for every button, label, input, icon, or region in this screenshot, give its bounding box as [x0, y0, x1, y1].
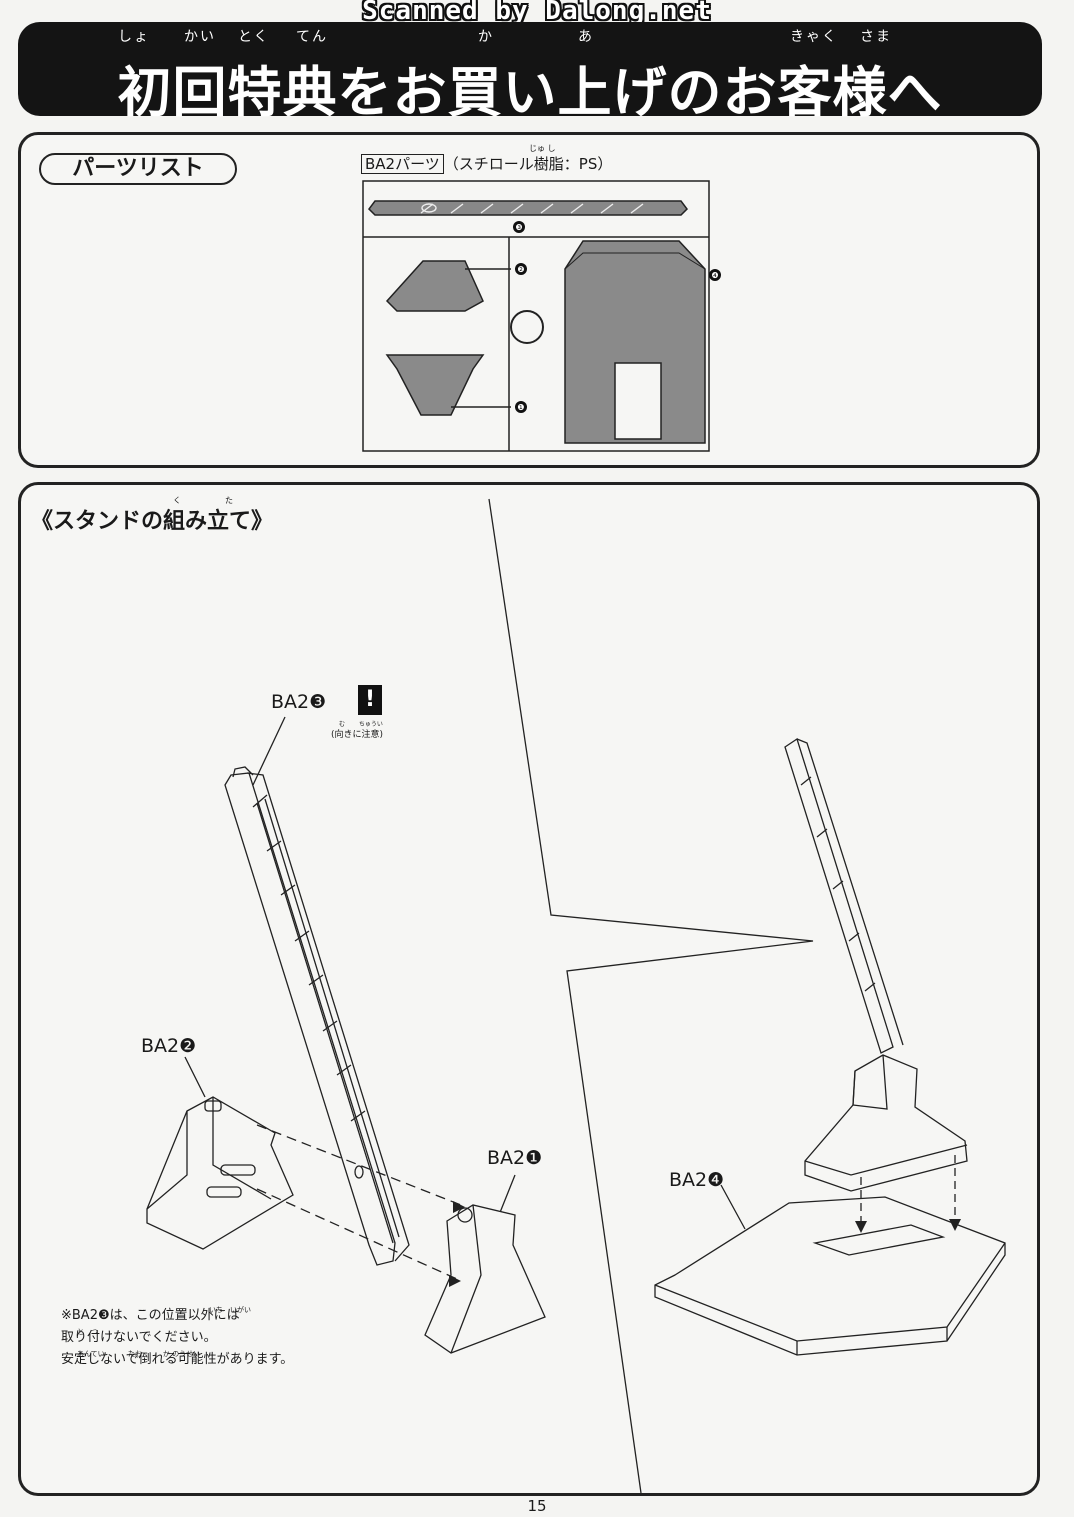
- runner-label: BA2パーツ（スチロール樹脂：PS）: [361, 153, 612, 174]
- title-ruby: た: [225, 496, 233, 505]
- gate-1-icon: [515, 401, 527, 413]
- note-line: 取り付けないでください。: [61, 1330, 217, 1345]
- part-num-4: ❹: [711, 271, 718, 280]
- part-1-base: [385, 354, 485, 416]
- caution-ruby: む ちゅうい: [339, 721, 383, 728]
- material-ruby: じゅ し: [529, 144, 556, 153]
- title-banner: しょ かい とく てん か あ きゃく さま 初回特典をお買い上げのお客様へ: [18, 22, 1042, 124]
- caution-icon: !: [358, 685, 382, 715]
- note-ruby: あんてい たお か のうせい: [77, 1350, 201, 1358]
- page-title: 初回特典をお買い上げのお客様へ: [117, 61, 943, 124]
- part-3-arm: [368, 200, 688, 216]
- scanner-watermark: Scanned by Dalong.net: [362, 0, 712, 26]
- banner-ruby: か: [478, 29, 494, 45]
- part-num-3: ❸: [515, 223, 522, 232]
- title-ruby: く: [173, 496, 181, 505]
- runner-name: BA2パーツ: [361, 154, 444, 174]
- runner-material: （スチロール樹脂：PS）: [443, 155, 613, 173]
- part-num-2: ❷: [517, 265, 524, 274]
- banner-ruby: とく: [238, 29, 270, 45]
- assembly-illustration-right: [654, 737, 1006, 1356]
- runner-diagram: ❸ ❷ ❶ ❹: [362, 180, 721, 452]
- assembly-illustration-left: [146, 716, 546, 1354]
- gate-2-icon: [515, 263, 527, 275]
- banner-ruby: あ: [578, 29, 594, 45]
- banner-ruby: きゃく: [790, 29, 838, 45]
- note-line: ※BA2❸は、この位置以外には: [61, 1308, 240, 1323]
- banner-ruby: てん: [296, 29, 328, 45]
- mounting-note: いち いがい※BA2❸は、この位置以外には と つ取り付けないでください。 あん…: [61, 1305, 293, 1371]
- banner-ruby: さま: [860, 29, 892, 45]
- part-num-1: ❶: [517, 403, 524, 412]
- section-title: 《スタンドの組み立て》: [31, 509, 274, 534]
- gate-4-icon: [709, 269, 721, 281]
- caution-text: (向きに注意): [331, 730, 384, 740]
- note-ruby: と つ: [77, 1328, 98, 1336]
- label-part-1: BA2❶: [487, 1147, 543, 1169]
- step-divider: [488, 498, 814, 1494]
- note-ruby: いち いがい: [209, 1306, 251, 1314]
- label-part-3: BA2❸: [271, 691, 327, 713]
- parts-list-heading: パーツリスト: [39, 153, 237, 185]
- banner-ruby: かい: [184, 29, 216, 45]
- gate-3-icon: [513, 221, 525, 233]
- part-2-base: [385, 260, 484, 312]
- runner-ring: [510, 310, 544, 344]
- label-part-4: BA2❹: [669, 1169, 725, 1191]
- note-line: 安定しないで倒れる可能性があります。: [61, 1352, 294, 1367]
- banner-ruby: しょ: [118, 29, 150, 45]
- stand-assembly-panel: く た 《スタンドの組み立て》 BA2❸ BA2❷ BA2❶ BA2❹ ! む …: [18, 482, 1040, 1496]
- page-number: 15: [527, 1497, 547, 1515]
- label-part-2: BA2❷: [141, 1035, 197, 1057]
- parts-list-panel: パーツリスト じゅ し BA2パーツ（スチロール樹脂：PS） ❸ ❷ ❶: [18, 132, 1040, 468]
